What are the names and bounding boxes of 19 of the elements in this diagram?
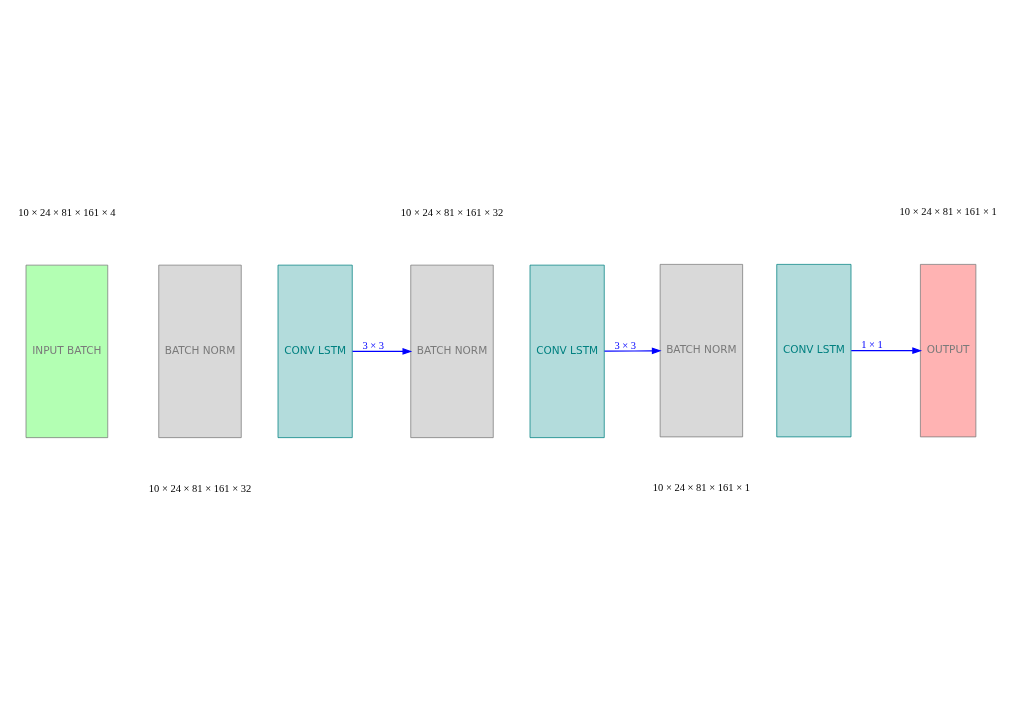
node-box: INPUT BATCH	[25, 264, 109, 438]
node-box: BATCH NORM	[158, 264, 242, 438]
edge-label: 1 × 1	[861, 338, 883, 350]
label: 10 × 24 × 81 × 161 × 1	[899, 206, 997, 218]
node-box: OUTPUT	[920, 264, 977, 438]
node-box: BATCH NORM	[659, 264, 743, 438]
label: 10 × 24 × 81 × 161 × 4	[18, 207, 116, 219]
arrow	[850, 347, 923, 355]
label: 10 × 24 × 81 × 161 × 32	[148, 483, 252, 495]
edge-label: 3 × 3	[362, 339, 385, 351]
edge-label: 3 × 3	[614, 339, 637, 351]
node-box: CONV LSTM	[277, 264, 353, 438]
arrow	[351, 347, 413, 355]
label: 10 × 24 × 81 × 161 × 32	[400, 207, 504, 219]
node-box: BATCH NORM	[410, 264, 494, 438]
node-box: CONV LSTM	[529, 264, 605, 438]
node-box: CONV LSTM	[776, 264, 852, 438]
arrow	[603, 347, 662, 355]
label: 10 × 24 × 81 × 161 × 1	[652, 482, 750, 494]
